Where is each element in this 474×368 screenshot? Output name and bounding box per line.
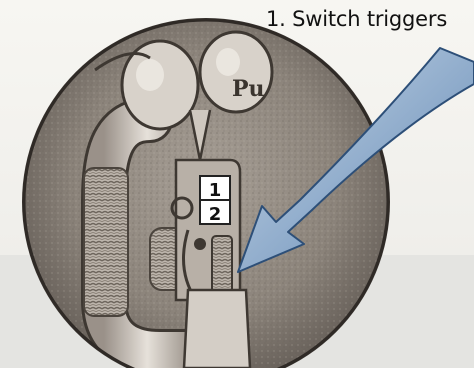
base-block: [184, 290, 250, 368]
switch-position-2: 2: [209, 204, 222, 225]
capsule-right: Pu: [200, 32, 272, 112]
switch-position-label: 1 2: [200, 176, 230, 225]
switch-position-1: 1: [209, 180, 222, 201]
capsule-right-label: Pu: [232, 76, 265, 102]
